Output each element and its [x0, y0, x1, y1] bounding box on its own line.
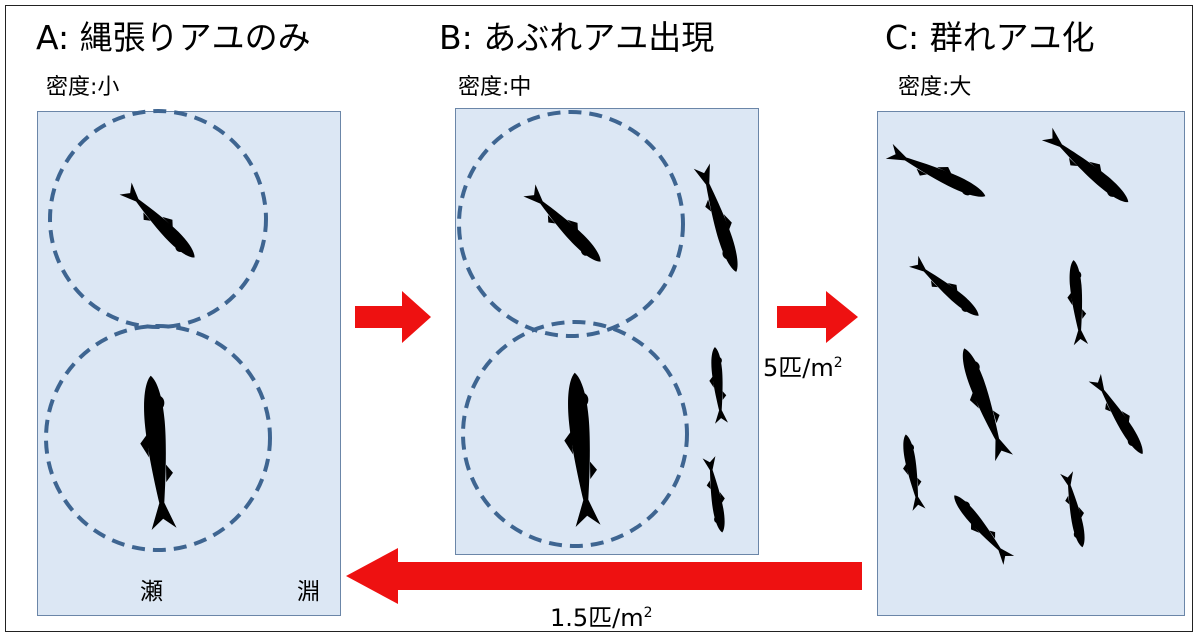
forward-rate-text: 5匹/m: [763, 354, 834, 382]
territorial-fish: [558, 371, 602, 528]
schooling-fish: [947, 490, 1015, 567]
backward-rate-label: 1.5匹/m2: [550, 598, 653, 633]
territorial-fish: [134, 374, 178, 531]
panel-a-title: A: 縄張りアユのみ: [36, 18, 311, 57]
panel-c-title: C: 群れアユ化: [885, 18, 1095, 57]
territory-ring: [457, 110, 685, 338]
panel-b-title: B: あぶれアユ出現: [439, 18, 715, 57]
floater-fish: [706, 346, 729, 424]
panel-a-density: 密度:小: [46, 75, 120, 100]
pool-label: 淵: [297, 579, 320, 605]
territory-ring: [44, 324, 272, 552]
schooling-fish: [1064, 259, 1089, 346]
schooling-fish: [952, 344, 1014, 463]
schooling-fish: [908, 254, 985, 322]
arrow-a-to-b: [355, 291, 431, 343]
backward-rate-exponent: 2: [643, 605, 653, 621]
backward-rate-text: 1.5匹/m: [550, 604, 644, 632]
forward-rate-exponent: 2: [833, 355, 843, 371]
schooling-fish: [1088, 372, 1151, 459]
floater-fish: [692, 162, 747, 275]
panel-c-box: [877, 111, 1185, 616]
schooling-fish: [885, 141, 990, 205]
schooling-fish: [897, 433, 927, 512]
arrow-c-to-a: [346, 548, 862, 604]
forward-rate-label: 5匹/m2: [763, 348, 843, 383]
panel-b-density: 密度:中: [458, 75, 532, 100]
riffle-label: 瀬: [140, 579, 163, 605]
outer-frame: [5, 5, 1193, 632]
floater-fish: [701, 455, 731, 534]
panel-c-density: 密度:大: [898, 75, 972, 100]
territory-ring: [461, 320, 689, 548]
panel-a-box: [37, 111, 341, 616]
territorial-fish: [522, 182, 609, 269]
arrow-b-to-c: [777, 291, 858, 343]
territorial-fish: [118, 180, 203, 265]
schooling-fish: [1041, 125, 1136, 210]
schooling-fish: [1059, 470, 1091, 549]
